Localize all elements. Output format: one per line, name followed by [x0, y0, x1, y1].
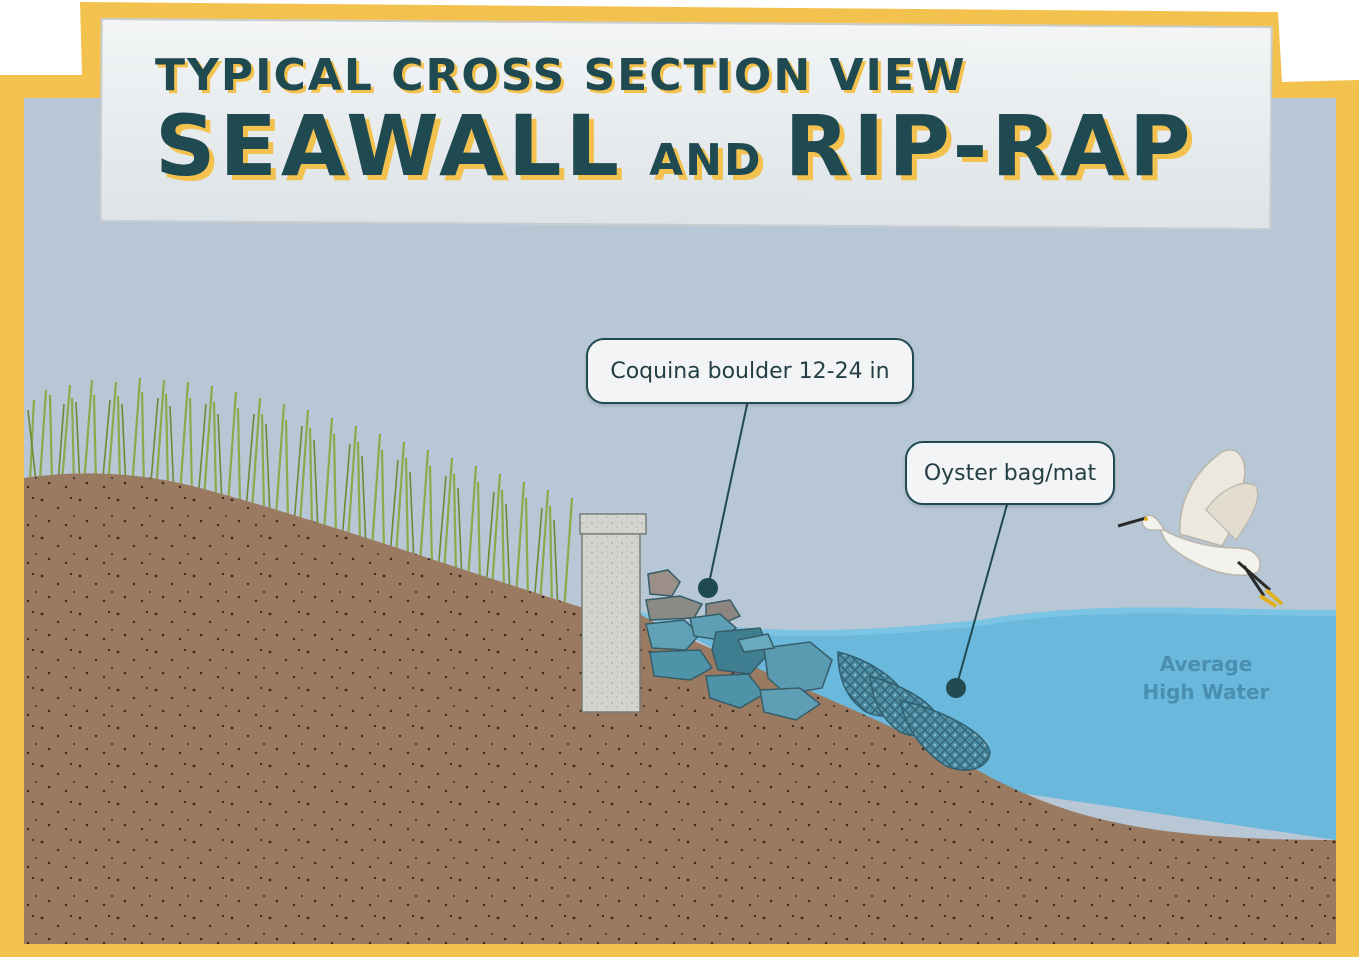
rip-rap-boulders: [645, 569, 833, 721]
boulder-pointer-dot: [698, 578, 718, 598]
oyster-callout: Oyster bag/mat: [905, 441, 1115, 505]
title-seawall: SEAWALL: [155, 97, 624, 195]
oyster-pointer-dot: [946, 678, 966, 698]
water-label-line1: Average: [1159, 652, 1253, 676]
water-label-line2: High Water: [1142, 680, 1270, 704]
oyster-bags: [837, 651, 991, 771]
title-rip-rap: RIP-RAP: [784, 97, 1195, 195]
seawall: [579, 513, 647, 713]
oyster-leader-line: [955, 500, 1009, 689]
title-subheading: TYPICAL CROSS SECTION VIEW: [155, 50, 967, 101]
boulder-leader-line: [707, 399, 749, 589]
egret-illustration: [1117, 449, 1284, 608]
boulder-callout: Coquina boulder 12-24 in: [586, 338, 914, 404]
average-high-water-label: Average High Water: [1120, 650, 1292, 706]
title-and: AND: [649, 135, 763, 186]
